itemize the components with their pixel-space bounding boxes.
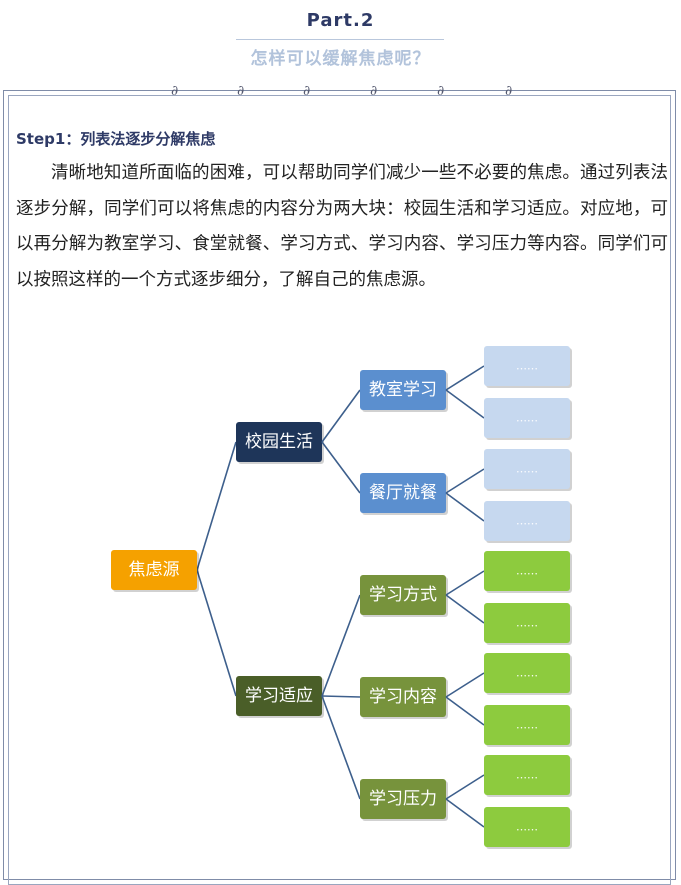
connector-child-leaf: [445, 594, 485, 624]
root-node: [111, 550, 197, 590]
branch-node: [236, 422, 322, 462]
connector-child-leaf: [445, 570, 485, 596]
frame-hook-icon: ∂: [171, 83, 179, 99]
body-paragraph: 清晰地知道所面临的困难，可以帮助同学们减少一些不必要的焦虑。通过列表法逐步分解，…: [16, 163, 668, 290]
part-title: Part.2: [306, 10, 375, 31]
section-subtitle: 怎样可以缓解焦虑呢？: [250, 49, 431, 69]
frame-hook-icon: ∂: [370, 83, 378, 99]
connector-child-leaf: [445, 492, 485, 522]
branch-node-label: 校园生活: [245, 432, 313, 452]
title-divider: [236, 39, 444, 40]
connector-root-branch: [196, 441, 237, 571]
frame-hook-icon: ∂: [505, 83, 513, 99]
leaf-node: [484, 603, 570, 643]
leaf-node-label: ……: [516, 565, 538, 578]
leaf-node-label: ……: [516, 821, 538, 834]
leaf-node: [484, 449, 570, 489]
leaf-node-label: ……: [516, 360, 538, 373]
sub-node-label: 餐厅就餐: [369, 483, 437, 503]
leaf-node: [484, 705, 570, 745]
step-heading: Step1：列表法逐步分解焦虑: [16, 130, 216, 148]
leaf-node-label: ……: [516, 667, 538, 680]
sub-node: [360, 575, 446, 615]
root-node-label: 焦虑源: [129, 560, 180, 580]
sub-node-label: 学习压力: [369, 789, 437, 809]
branch-node-label: 学习适应: [245, 686, 313, 706]
connector-branch-child: [321, 695, 361, 800]
frame-hook-icon: ∂: [303, 83, 311, 99]
leaf-node: [484, 346, 570, 386]
sub-node: [360, 370, 446, 410]
sub-node-label: 教室学习: [369, 380, 437, 400]
branch-node: [236, 676, 322, 716]
leaf-node: [484, 398, 570, 438]
leaf-node-label: ……: [516, 515, 538, 528]
connector-child-leaf: [445, 774, 485, 800]
leaf-node: [484, 501, 570, 541]
sub-node: [360, 779, 446, 819]
leaf-node: [484, 807, 570, 847]
connector-child-leaf: [445, 798, 485, 828]
connector-child-leaf: [445, 389, 485, 419]
connector-root-branch: [196, 569, 237, 697]
sub-node: [360, 473, 446, 513]
connector-branch-child: [321, 594, 361, 697]
connector-branch-child: [321, 389, 361, 443]
leaf-node-label: ……: [516, 463, 538, 476]
leaf-node: [484, 653, 570, 693]
connector-child-leaf: [445, 696, 485, 726]
leaf-node: [484, 755, 570, 795]
anxiety-source-tree-diagram: 校园生活 教室学习 …… …… 餐厅就餐 …… …… 学习适应 学习方式 …… …… 学习内容 …… ………: [111, 346, 572, 849]
sub-node-label: 学习内容: [369, 687, 437, 707]
frame-hook-icon: ∂: [237, 83, 245, 99]
connector-branch-child: [321, 695, 361, 698]
connector-branch-child: [321, 441, 361, 494]
frame-hook-icon: ∂: [437, 83, 445, 99]
connector-child-leaf: [445, 672, 485, 698]
leaf-node-label: ……: [516, 769, 538, 782]
connector-child-leaf: [445, 365, 485, 391]
sub-node-label: 学习方式: [369, 585, 437, 605]
leaf-node: [484, 551, 570, 591]
sub-node: [360, 677, 446, 717]
leaf-node-label: ……: [516, 719, 538, 732]
leaf-node-label: ……: [516, 617, 538, 630]
connector-child-leaf: [445, 468, 485, 494]
leaf-node-label: ……: [516, 412, 538, 425]
